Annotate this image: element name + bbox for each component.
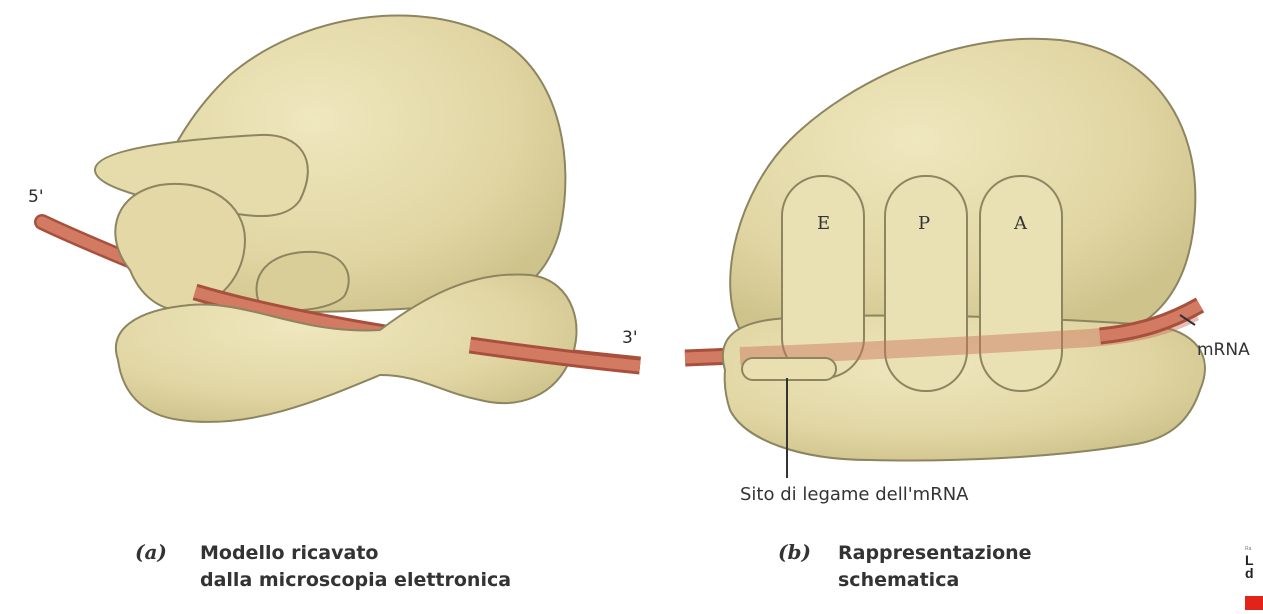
caption-a-line1: Modello ricavato [200, 540, 511, 567]
publisher-logo: Ra L d [1245, 546, 1263, 610]
caption-a: Modello ricavato dalla microscopia elett… [200, 540, 511, 594]
five-prime-label: 5' [28, 187, 44, 207]
caption-b: Rappresentazione schematica [838, 540, 1032, 594]
site-A [980, 176, 1062, 391]
three-prime-label: 3' [622, 328, 638, 348]
caption-b-line1: Rappresentazione [838, 540, 1032, 567]
logo-line3: d [1245, 567, 1263, 580]
caption-b-line2: schematica [838, 567, 1032, 594]
caption-a-line2: dalla microscopia elettronica [200, 567, 511, 594]
site-P [885, 176, 967, 391]
site-p-label: P [918, 213, 930, 234]
site-e-label: E [817, 213, 830, 234]
ribosome-schematic-b [685, 39, 1205, 478]
caption-a-letter: (a) [135, 540, 167, 564]
logo-red-bar [1245, 596, 1263, 610]
site-a-label: A [1014, 213, 1027, 234]
ribosome-model-a [42, 15, 640, 421]
mrna-label: mRNA [1197, 340, 1250, 360]
caption-b-letter: (b) [778, 540, 811, 564]
mrna-binding-site [742, 358, 836, 380]
binding-site-label: Sito di legame dell'mRNA [740, 484, 969, 505]
